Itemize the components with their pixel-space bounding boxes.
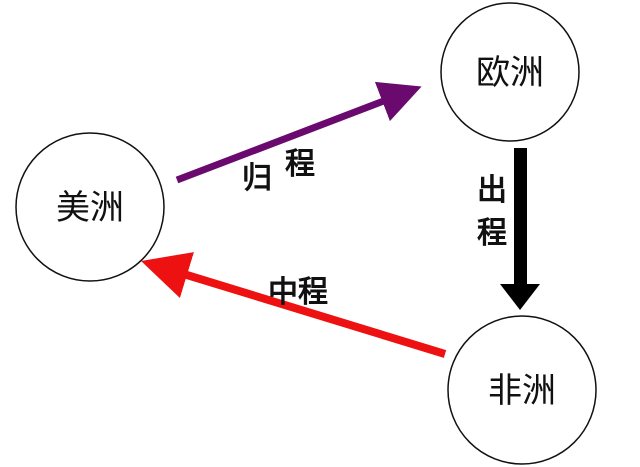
return-leg-arrow	[175, 81, 422, 184]
middle-passage-label: 中程	[268, 275, 328, 310]
node-africa-label: 非洲	[488, 371, 556, 411]
node-europe-label: 欧洲	[476, 53, 544, 93]
node-europe: 欧洲	[440, 2, 580, 142]
node-america: 美洲	[15, 132, 165, 282]
outbound-leg-arrow	[500, 148, 540, 310]
return-leg-label-1: 归	[242, 161, 272, 196]
middle-passage-arrow	[141, 252, 447, 358]
node-africa: 非洲	[447, 315, 597, 465]
return-leg-label-2: 程	[285, 147, 315, 182]
outbound-leg-label-2: 程	[477, 216, 507, 251]
node-america-label: 美洲	[56, 188, 124, 228]
outbound-leg-label-1: 出	[477, 173, 507, 208]
